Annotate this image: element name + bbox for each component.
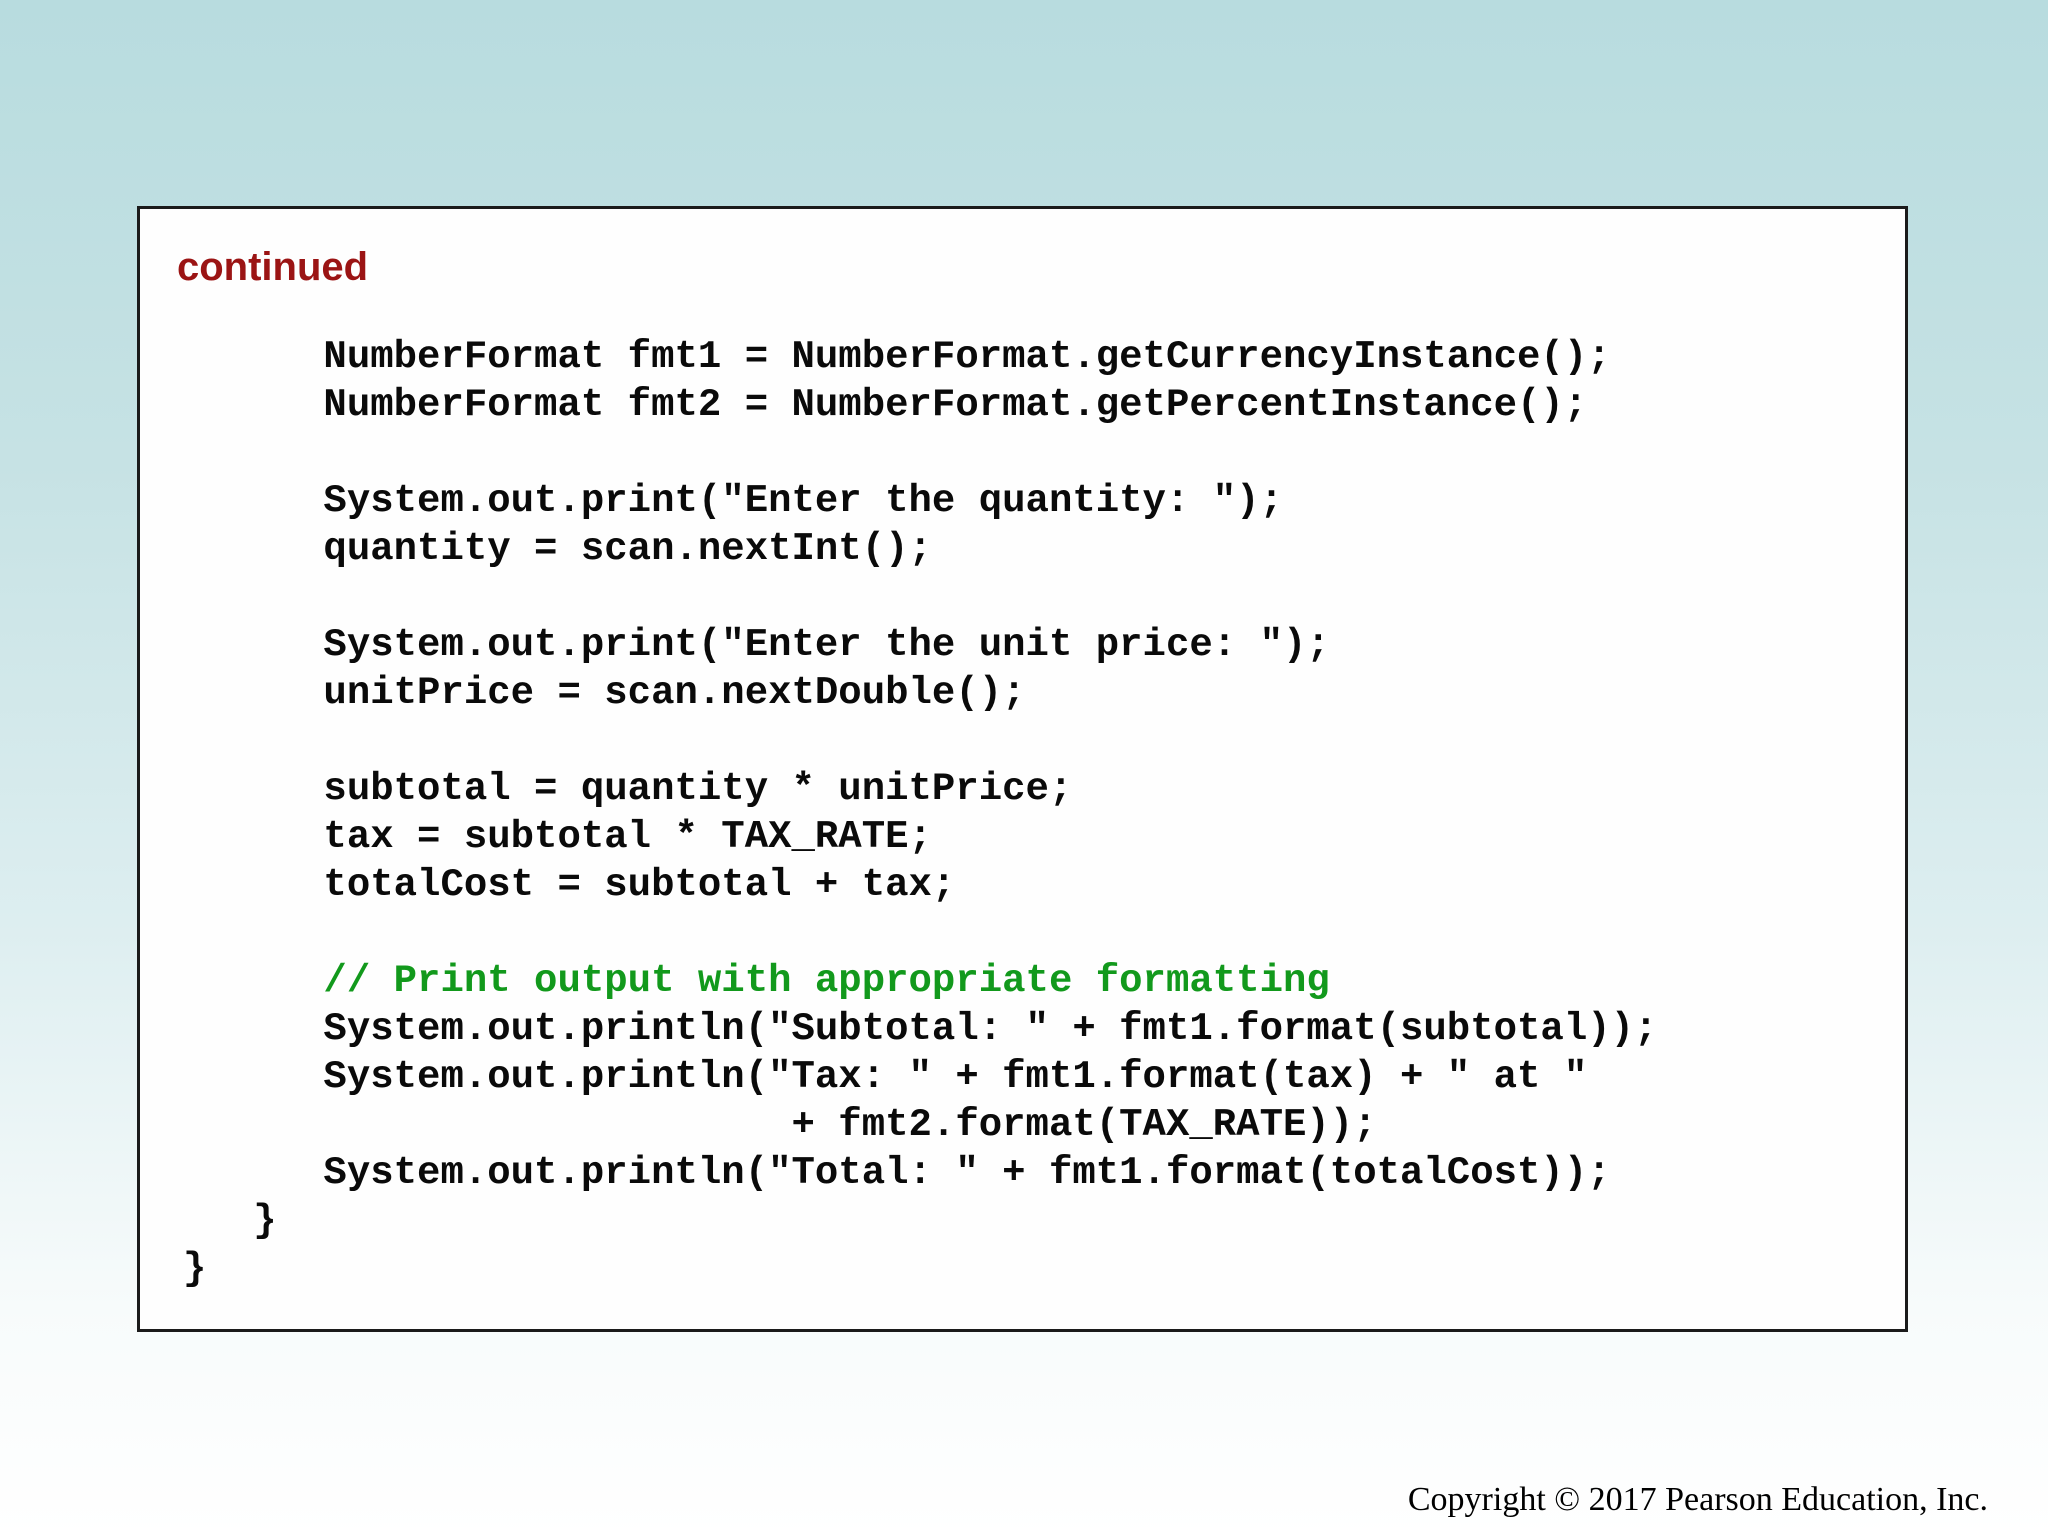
code-line: [183, 573, 1657, 621]
code-line: totalCost = subtotal + tax;: [183, 863, 956, 907]
code-line: NumberFormat fmt2 = NumberFormat.getPerc…: [183, 383, 1588, 427]
code-line: System.out.println("Tax: " + fmt1.format…: [183, 1055, 1588, 1099]
code-line: [183, 909, 1657, 957]
code-line: + fmt2.format(TAX_RATE));: [183, 1103, 1377, 1147]
code-line: System.out.println("Total: " + fmt1.form…: [183, 1151, 1611, 1195]
code-line: [183, 717, 1657, 765]
code-line: tax = subtotal * TAX_RATE;: [183, 815, 932, 859]
copyright-footer: Copyright © 2017 Pearson Education, Inc.: [1407, 1481, 1988, 1518]
code-comment-line: // Print output with appropriate formatt…: [183, 959, 1330, 1003]
code-line: System.out.print("Enter the quantity: ")…: [183, 479, 1283, 523]
code-line: System.out.print("Enter the unit price: …: [183, 623, 1330, 667]
code-line: }: [183, 1247, 207, 1291]
code-panel: [137, 206, 1908, 1332]
code-line: unitPrice = scan.nextDouble();: [183, 671, 1026, 715]
slide-heading-continued: continued: [177, 245, 369, 289]
java-code-block: NumberFormat fmt1 = NumberFormat.getCurr…: [183, 333, 1657, 1293]
code-line: }: [183, 1199, 277, 1243]
code-line: quantity = scan.nextInt();: [183, 527, 932, 571]
code-line: subtotal = quantity * unitPrice;: [183, 767, 1073, 811]
code-line: [183, 429, 1657, 477]
code-line: NumberFormat fmt1 = NumberFormat.getCurr…: [183, 335, 1611, 379]
code-line: System.out.println("Subtotal: " + fmt1.f…: [183, 1007, 1658, 1051]
